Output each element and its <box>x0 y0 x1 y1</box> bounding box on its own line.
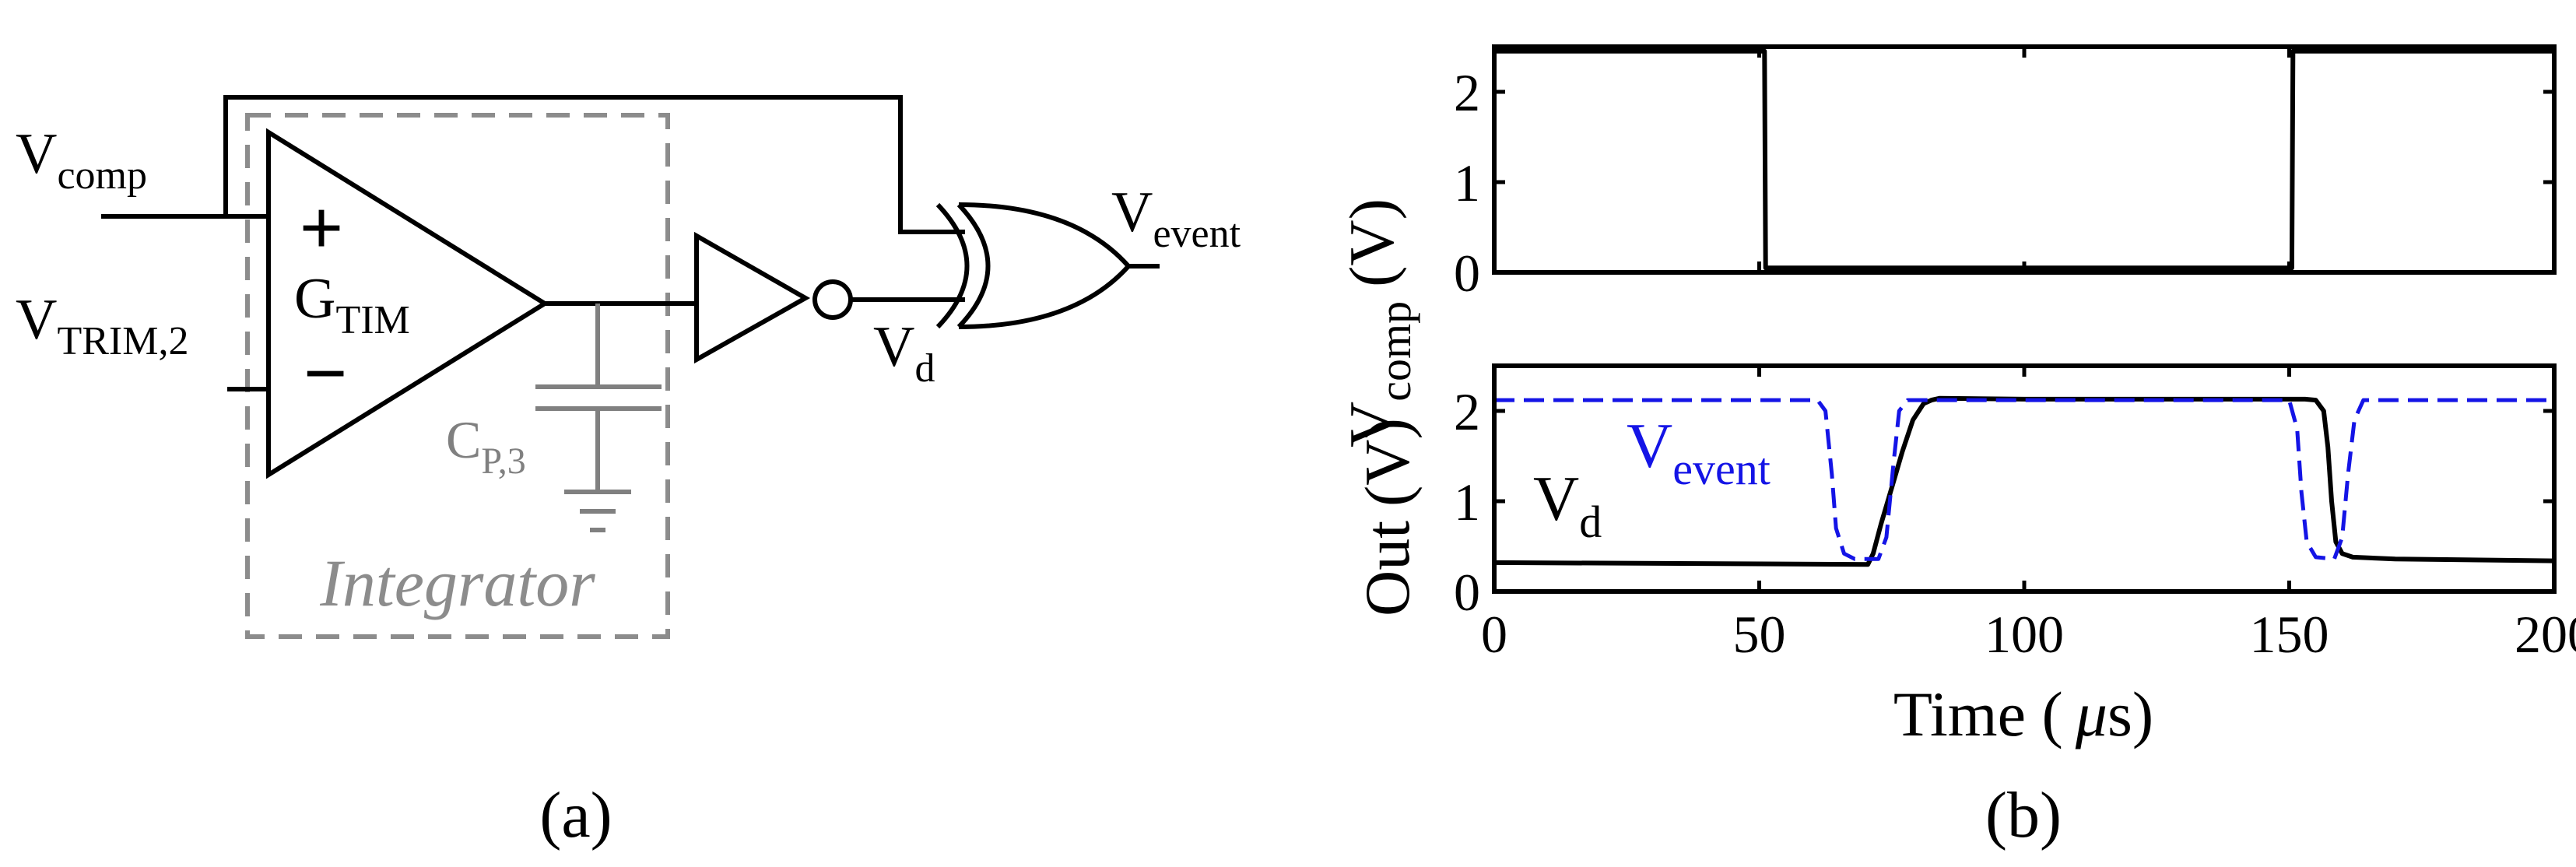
output-label: Vevent <box>1111 181 1241 256</box>
inverter-symbol <box>694 231 811 364</box>
bottom-plot-ylabel: Out(V) <box>1352 418 1423 616</box>
xor-gate-symbol <box>935 202 1132 329</box>
bottom-plot-xtick-labels: 0 50 100 150 200 <box>1481 605 2576 664</box>
bottom-ytick-label: 1 <box>1454 472 1480 532</box>
integrator-box <box>245 113 670 639</box>
top-ytick-label: 0 <box>1454 244 1480 303</box>
top-ytick-label: 1 <box>1454 153 1480 212</box>
bottom-plot-frame <box>1492 363 2557 594</box>
minus-sign: − <box>304 332 347 415</box>
bottom-xtick-label: 0 <box>1481 605 1507 664</box>
bottom-xtick-label: 150 <box>2250 605 2329 664</box>
top-plot-grid <box>1492 47 2557 275</box>
panel-b-label: (b) <box>1985 779 2062 851</box>
opamp-label: GTIM <box>294 267 410 342</box>
bottom-xtick-label: 50 <box>1733 605 1786 664</box>
bottom-ytick-label: 2 <box>1454 382 1480 441</box>
bottom-xtick-label: 100 <box>1985 605 2064 664</box>
series-label-vevent: Vevent <box>1627 410 1771 494</box>
capacitor-label: CP,3 <box>446 410 526 482</box>
bottom-plot: 0 1 2 0 50 100 150 200 Out(V) Time (μs) Vd Vev… <box>1352 363 2576 749</box>
bottom-ytick-label: 0 <box>1454 563 1480 622</box>
input-minus-label: VTRIM,2 <box>16 288 188 363</box>
node-d-label: Vd <box>873 315 935 391</box>
bottom-plot-ytick-labels: 0 1 2 <box>1454 382 1480 622</box>
top-series-line-0 <box>1494 48 2554 271</box>
opamp-symbol <box>266 128 549 479</box>
inverter-bubble <box>812 279 853 320</box>
panel-a-label: (a) <box>539 779 612 851</box>
top-ytick-label: 2 <box>1454 63 1480 122</box>
input-plus-label: Vcomp <box>16 122 147 198</box>
circuit-diagram: Vcomp VTRIM,2 + − GTIM CP,3 Integrator V… <box>16 95 1241 851</box>
plus-sign: + <box>300 186 343 269</box>
bottom-xtick-label: 200 <box>2515 605 2576 664</box>
feedback-wire <box>101 95 965 234</box>
series-label-vd: Vd <box>1533 463 1602 547</box>
top-plot-frame <box>1492 44 2557 275</box>
top-plot-ylabel: Vcomp(V) <box>1336 198 1420 448</box>
top-plot-series <box>1494 48 2554 271</box>
bottom-series-line-v-event <box>1494 398 2554 561</box>
top-plot-ytick-labels: 0 1 2 <box>1454 63 1480 303</box>
bottom-series-line-v-d <box>1493 395 2555 567</box>
integrator-label: Integrator <box>319 546 595 620</box>
bottom-plot-series <box>1493 395 2555 567</box>
bottom-plot-xlabel: Time (μs) <box>1893 679 2153 749</box>
plots-panel: 0 1 2 Vcomp(V) 0 1 2 0 50 100 150 200 Out(V) Tim… <box>1336 44 2576 851</box>
ground-icon <box>564 490 631 532</box>
top-plot: 0 1 2 Vcomp(V) <box>1336 44 2557 448</box>
